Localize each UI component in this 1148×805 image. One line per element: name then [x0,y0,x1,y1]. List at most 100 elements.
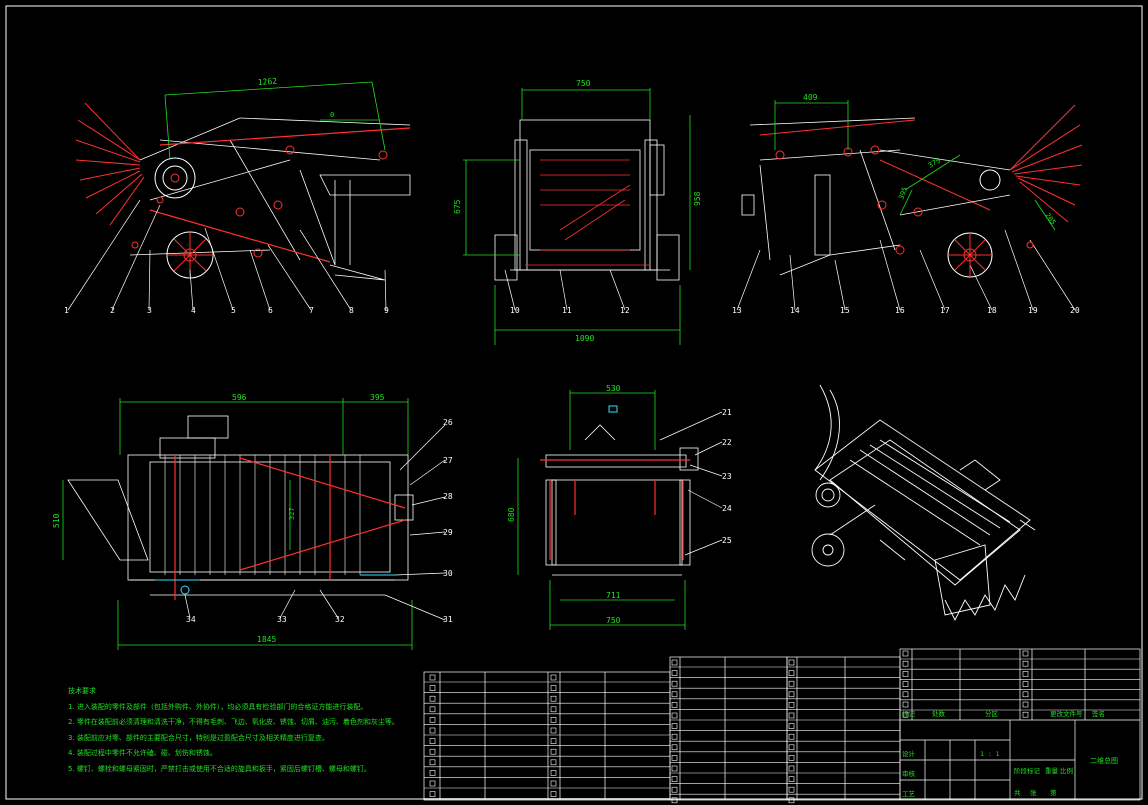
table-cell-mark [902,701,909,708]
tb-label: 共 [1014,788,1021,797]
table-cell-mark [429,706,436,713]
dim-side-left-small: 0 [330,111,334,119]
table-cell-mark [550,695,557,702]
plan-view: 596 395 510 327 1845 26 27 28 29 30 31 3… [52,393,453,650]
table-cell-mark [788,712,795,719]
tb-label: 阶段标记 [1014,766,1041,775]
table-cell-mark [671,702,678,708]
dim-plan-right: 395 [370,393,385,402]
part-number: 24 [722,504,732,513]
front-view: 750 675 958 1090 [453,79,702,345]
part-number: 23 [722,472,732,481]
part-number: 18 [987,306,997,315]
part-number: 12 [620,306,630,315]
table-cell-mark [550,780,557,787]
part-number: 32 [335,615,345,624]
dim-side-right-top: 409 [803,93,818,102]
table-cell-mark [671,797,678,804]
part-number: 8 [349,306,354,315]
part-number: 6 [268,306,273,315]
tb-label: 工艺 [902,790,916,798]
table-cell-mark [788,776,795,782]
dim-rear-total: 750 [606,616,621,625]
table-cell-mark [671,776,678,782]
table-cell-mark [1022,681,1029,687]
table-cell-mark [671,733,678,740]
part-number: 20 [1070,306,1080,315]
title-block: 标记 处数 分区 更改文件号 签名 设计 阶段标记 重量 比例 审核 工艺 共 … [902,709,1118,798]
table-cell-mark [550,674,557,681]
table-cell-mark [902,660,909,667]
notes-item: 2. 零件在装配前必须清理和清洗干净，不得有毛刺、飞边、氧化皮、锈蚀、切屑、油污… [68,718,399,726]
dim-front-height-right: 958 [693,191,702,206]
table-cell-mark [671,755,678,761]
table-cell-mark [550,717,557,723]
table-cell-mark [788,797,795,804]
table-cell-mark [1022,701,1029,708]
table-cell-mark [671,670,678,676]
table-cell-mark [550,770,557,776]
table-cell-mark [429,738,436,744]
table-cell-mark [788,744,795,751]
dim-plan-left: 596 [232,393,247,402]
table-cell-mark [671,765,678,772]
dim-front-width: 750 [576,79,591,88]
part-number: 7 [309,306,314,315]
technical-notes: 技术要求 1. 进入装配的零件及部件（包括外购件、外协件），均必须具有检验部门的… [68,684,408,777]
tb-label: 签名 [1092,709,1105,718]
drawing-border [5,5,1143,800]
part-number: 29 [443,528,453,537]
tb-label: 标记 [902,709,916,718]
part-number: 33 [277,615,287,624]
table-cell-mark [671,744,678,751]
table-cell-mark [550,759,557,766]
isometric-view [811,384,1036,622]
table-cell-mark [429,685,436,691]
dim-plan-total: 1845 [257,635,276,644]
notes-item: 4. 装配过程中零件不允许磕、碰、划伤和锈蚀。 [68,749,217,757]
part-number: 9 [384,306,389,315]
dim-side-right-b: 395 [897,186,909,201]
table-cell-mark [788,723,795,729]
part-number: 3 [147,306,152,315]
table-cell-mark [788,786,795,793]
table-cell-mark [550,706,557,713]
table-cell-mark [788,691,795,698]
parts-list-table [423,648,1141,801]
table-cell-mark [429,717,436,723]
table-cell-mark [902,650,909,657]
part-number: 10 [510,306,520,315]
dim-rear-top: 530 [606,384,621,393]
tb-label: 重量 [1045,767,1059,775]
table-cell-mark [671,691,678,698]
part-number: 13 [732,306,742,315]
part-number: 19 [1028,306,1038,315]
part-number: 27 [443,456,453,465]
side-view-right: 409 375 395 205 [741,93,1083,278]
part-number: 16 [895,306,905,315]
table-cell-mark [902,691,909,698]
parts-list-rows [424,650,1140,804]
table-cell-mark [788,670,795,676]
table-cell-mark [550,685,557,691]
dim-side-right-c: 205 [1043,212,1057,227]
dim-plan-inner: 327 [288,507,296,520]
table-cell-mark [429,674,436,681]
notes-item: 1. 进入装配的零件及部件（包括外购件、外协件），均必须具有检验部门的合格证方能… [68,702,368,711]
tb-label: 处数 [932,709,946,718]
table-cell-mark [429,759,436,766]
part-number: 17 [940,306,950,315]
part-number: 4 [191,306,196,315]
part-number: 25 [722,536,732,545]
table-cell-mark [671,659,678,666]
dim-rear-inner: 711 [606,591,621,600]
part-number-row: 1 2 3 4 5 6 7 8 9 10 11 12 13 14 15 16 1… [64,306,1080,315]
dim-front-base: 1090 [575,334,594,343]
part-number: 5 [231,306,236,315]
tb-label: 分区 [985,709,999,718]
part-number: 30 [443,569,453,578]
part-number: 2 [110,306,115,315]
table-cell-mark [671,712,678,719]
notes-item: 5. 螺钉、螺栓和螺母紧固时，严禁打击或使用不合适的旋具和扳手，紧固后螺钉槽、螺… [68,764,371,773]
